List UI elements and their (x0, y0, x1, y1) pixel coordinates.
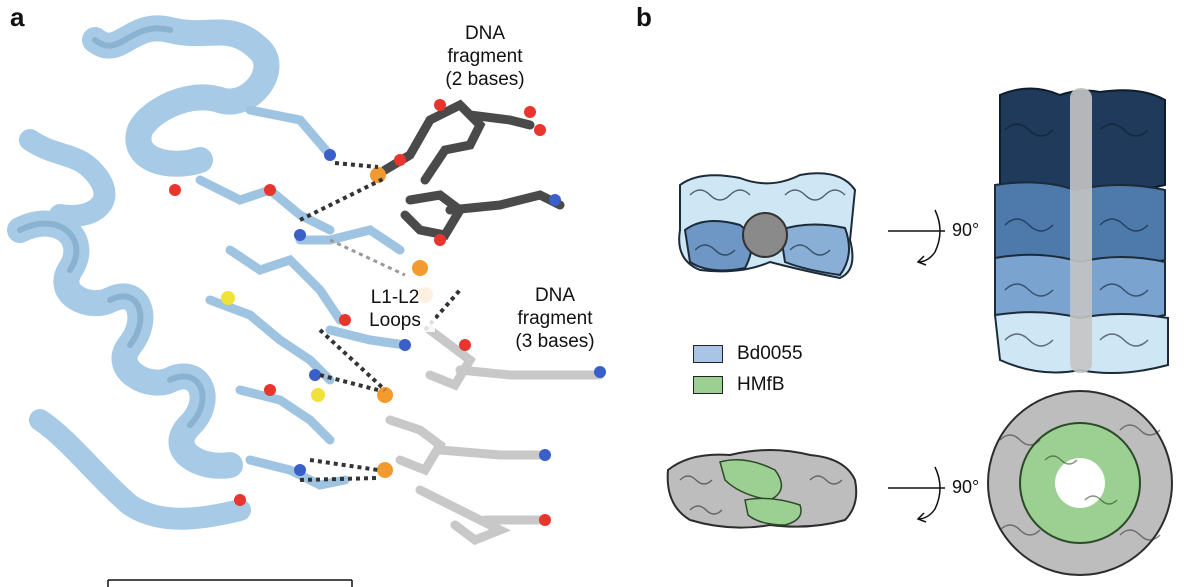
rotation-arrow-bottom (888, 466, 945, 523)
rotation-bottom-label: 90° (952, 477, 980, 497)
bd0055-side-view (678, 172, 857, 280)
bd0055-stack-view (993, 87, 1169, 375)
dna-top-line-2: fragment (447, 46, 523, 67)
legend-label-hmfb: HMfB (737, 374, 785, 395)
dna-bottom-line-1: DNA (534, 285, 576, 306)
panel-a-letter: a (10, 2, 25, 32)
legend-item-bd0055: Bd0055 (693, 343, 803, 365)
loops-line-2: Loops (369, 310, 421, 331)
hmfb-side-view (666, 449, 858, 529)
rotation-arrow-top (888, 209, 945, 266)
dna-bottom-line-2: fragment (517, 308, 593, 329)
legend-label-bd0055: Bd0055 (737, 343, 803, 364)
legend-swatch-bd0055 (693, 345, 723, 363)
helix-bottom (29, 409, 251, 530)
legend-swatch-hmfb (693, 376, 723, 394)
rotation-top-label: 90° (952, 220, 980, 240)
dna-top-line-3: (2 bases) (445, 69, 525, 90)
loops-line-1: L1-L2 (370, 287, 420, 308)
helix-left (19, 129, 116, 227)
dna-fragment-2-label: DNA fragment (2 bases) (425, 22, 545, 91)
panel-b-letter: b (636, 2, 652, 32)
hmfb-ring-view (987, 390, 1173, 576)
dna-top-line-1: DNA (464, 23, 506, 44)
legend-item-hmfb: HMfB (693, 374, 785, 396)
loops-label: L1-L2 Loops (355, 286, 435, 332)
dna-fragment-3-label: DNA fragment (3 bases) (495, 284, 615, 353)
dna-bottom-line-3: (3 bases) (515, 331, 595, 352)
